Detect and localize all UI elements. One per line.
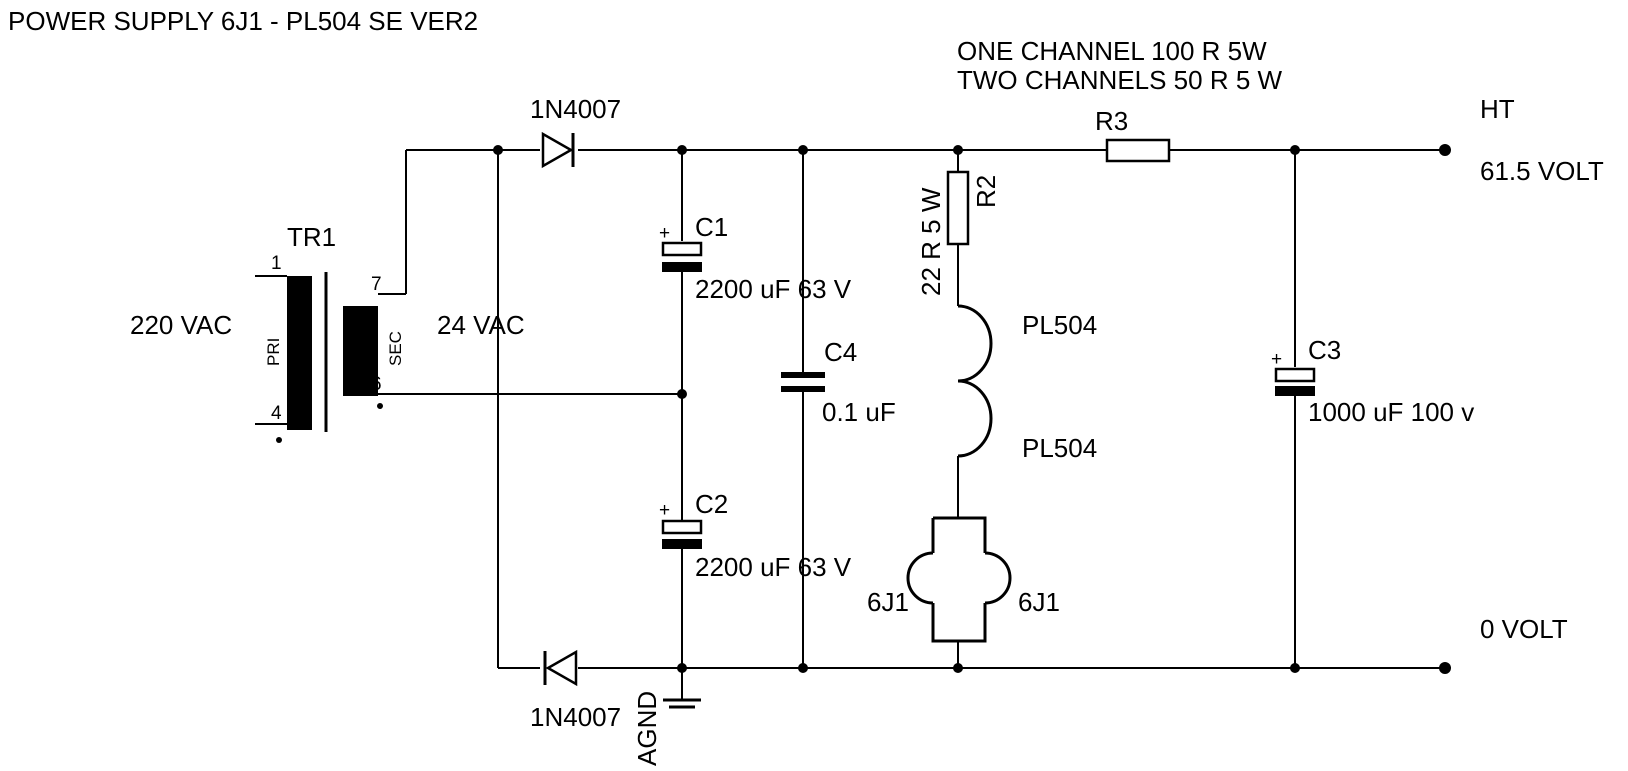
resistor-note-line-1: ONE CHANNEL 100 R 5W <box>957 36 1267 66</box>
diode-top-label: 1N4007 <box>530 94 621 124</box>
resistor-r2 <box>946 170 970 246</box>
capacitor-c1-ref: C1 <box>695 212 728 242</box>
transformer-pin-4: 4 <box>271 403 282 424</box>
ground-label: AGND <box>632 691 662 766</box>
transformer-ref: TR1 <box>287 222 336 252</box>
ht-label: HT <box>1480 94 1515 124</box>
capacitor-c3 <box>1274 367 1316 396</box>
capacitor-c2-value: 2200 uF 63 V <box>695 552 852 582</box>
zero-volt-terminal <box>1439 662 1451 674</box>
capacitor-c4-ref: C4 <box>824 337 857 367</box>
secondary-winding <box>343 306 378 396</box>
capacitor-c4-value: 0.1 uF <box>822 397 896 427</box>
ht-voltage-label: 61.5 VOLT <box>1480 156 1604 186</box>
schematic-title: POWER SUPPLY 6J1 - PL504 SE VER2 <box>8 6 478 36</box>
capacitor-c4 <box>781 372 825 392</box>
heater-filaments-series <box>906 304 1012 643</box>
capacitor-c1-plus: + <box>659 223 670 244</box>
resistor-r3-ref: R3 <box>1095 106 1128 136</box>
input-voltage-label: 220 VAC <box>130 310 232 340</box>
diode-bottom <box>543 649 578 687</box>
secondary-phase-dot <box>377 403 383 409</box>
ground-symbol <box>663 698 701 709</box>
ht-terminal <box>1439 144 1451 156</box>
transformer-pin-6: 6 <box>371 374 382 395</box>
heater-pl504-b-label: PL504 <box>1022 433 1097 463</box>
capacitor-c1-value: 2200 uF 63 V <box>695 274 852 304</box>
primary-label: PRI <box>264 338 283 366</box>
capacitor-c2 <box>661 519 703 549</box>
primary-phase-dot <box>276 437 282 443</box>
capacitor-c3-plus: + <box>1271 349 1282 370</box>
heater-6j1-left-label: 6J1 <box>867 587 909 617</box>
capacitor-c3-ref: C3 <box>1308 335 1341 365</box>
primary-winding <box>287 276 312 430</box>
capacitor-c2-plus: + <box>659 500 670 521</box>
resistor-r3 <box>1105 138 1171 163</box>
capacitor-c3-value: 1000 uF 100 v <box>1308 397 1474 427</box>
diode-bottom-label: 1N4007 <box>530 702 621 732</box>
zero-volt-label: 0 VOLT <box>1480 614 1568 644</box>
secondary-label: SEC <box>386 331 405 366</box>
secondary-voltage-label: 24 VAC <box>437 310 525 340</box>
capacitor-c1 <box>661 241 703 272</box>
resistor-note-line-2: TWO CHANNELS 50 R 5 W <box>957 65 1283 95</box>
capacitor-c2-ref: C2 <box>695 489 728 519</box>
transformer-pin-7: 7 <box>371 274 382 295</box>
resistor-r2-value: 22 R 5 W <box>916 187 946 296</box>
transformer-pin-1: 1 <box>271 253 282 274</box>
heater-6j1-right-label: 6J1 <box>1018 587 1060 617</box>
diode-top <box>541 131 575 169</box>
resistor-r2-ref: R2 <box>971 175 1001 208</box>
junction-dots <box>493 145 1300 673</box>
heater-pl504-a-label: PL504 <box>1022 310 1097 340</box>
transformer-tr1 <box>276 272 383 443</box>
